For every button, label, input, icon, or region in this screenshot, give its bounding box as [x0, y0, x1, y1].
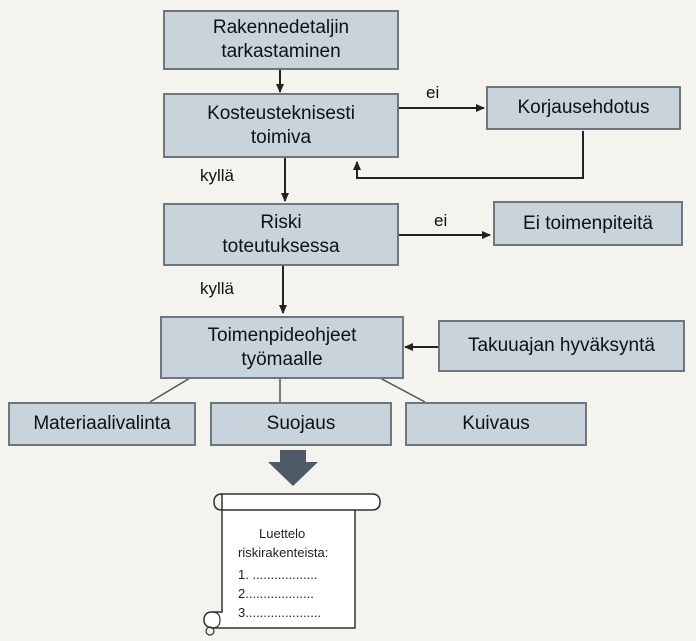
document-subtitle: riskirakenteista:	[238, 545, 329, 560]
node-kuivaus: Kuivaus	[405, 402, 587, 446]
node-materiaalivalinta: Materiaalivalinta	[8, 402, 196, 446]
node-kosteusteknisesti-toimiva: Kosteusteknisesti toimiva	[163, 93, 399, 158]
document-item-1: 1. ..................	[238, 567, 318, 582]
block-arrow-down	[268, 450, 318, 486]
node-toimenpideohjeet-tyomaalle: Toimenpideohjeet työmaalle	[160, 316, 404, 379]
document-item-2: 2...................	[238, 586, 314, 601]
node-suojaus: Suojaus	[210, 402, 392, 446]
node-takuuajan-hyvaksynta: Takuuajan hyväksyntä	[438, 320, 685, 372]
edge-label-ei-1: ei	[426, 83, 440, 102]
scroll-document	[203, 493, 381, 636]
arrow-korjausehdotus-feedback	[353, 131, 584, 179]
edge-label-kylla-1: kyllä	[200, 166, 235, 185]
node-korjausehdotus: Korjausehdotus	[486, 86, 681, 130]
node-riski-toteutuksessa: Riski toteutuksessa	[163, 203, 399, 266]
edge-label-ei-2: ei	[434, 211, 448, 230]
node-ei-toimenpiteita: Ei toimenpiteitä	[493, 201, 683, 246]
document-title: Luettelo	[259, 526, 306, 541]
node-rakennedetaljin-tarkastaminen: Rakennedetaljin tarkastaminen	[163, 10, 399, 70]
line-to-materiaalivalinta	[149, 377, 191, 403]
edge-label-kylla-2: kyllä	[200, 279, 235, 298]
document-item-3: 3.....................	[238, 605, 322, 620]
line-to-kuivaus	[379, 377, 426, 403]
